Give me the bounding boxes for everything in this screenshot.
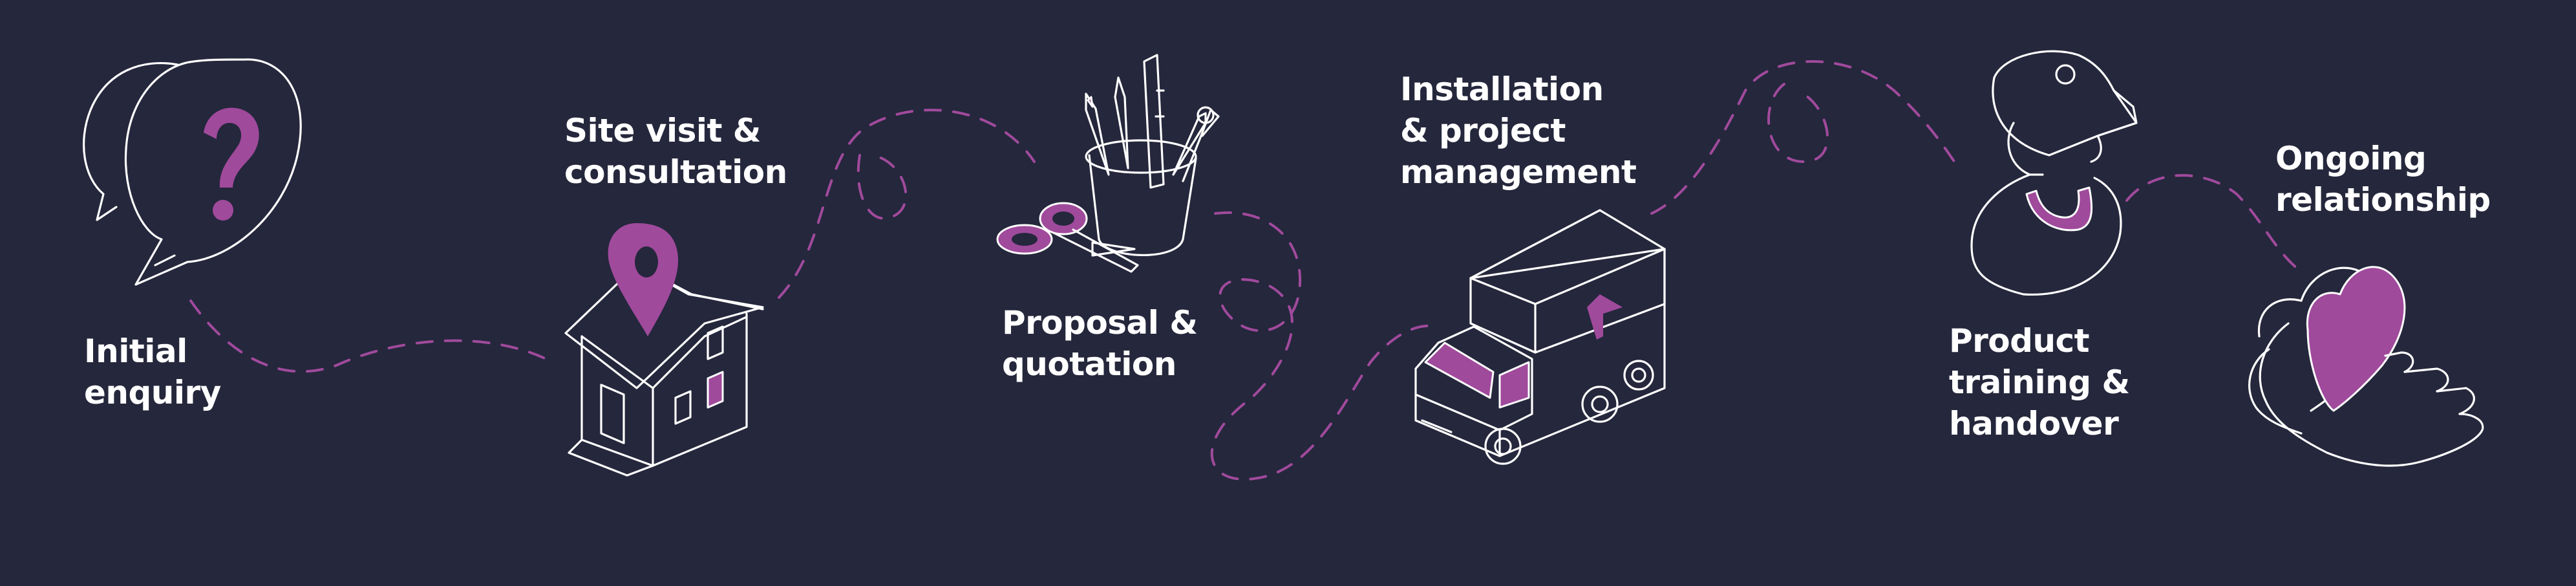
step-label-training: Product training & handover [1949, 322, 2130, 442]
connector-path [189, 60, 2303, 481]
step-label-ongoing-relationship: Ongoing relationship [2275, 140, 2491, 219]
step-label-installation: Installation & project management [1400, 71, 1637, 191]
person-with-cap-icon [1970, 50, 2138, 296]
step-label-initial-enquiry: Initial enquiry [84, 332, 221, 411]
step-label-proposal: Proposal & quotation [1002, 304, 1198, 383]
delivery-truck-icon [1414, 209, 1666, 465]
heart-in-hand-icon [2248, 266, 2484, 467]
house-location-pin-icon [564, 223, 764, 477]
step-label-site-visit: Site visit & consultation [564, 112, 787, 191]
stationery-cup-icon [996, 54, 1220, 273]
question-speech-bubble-icon [83, 58, 302, 286]
